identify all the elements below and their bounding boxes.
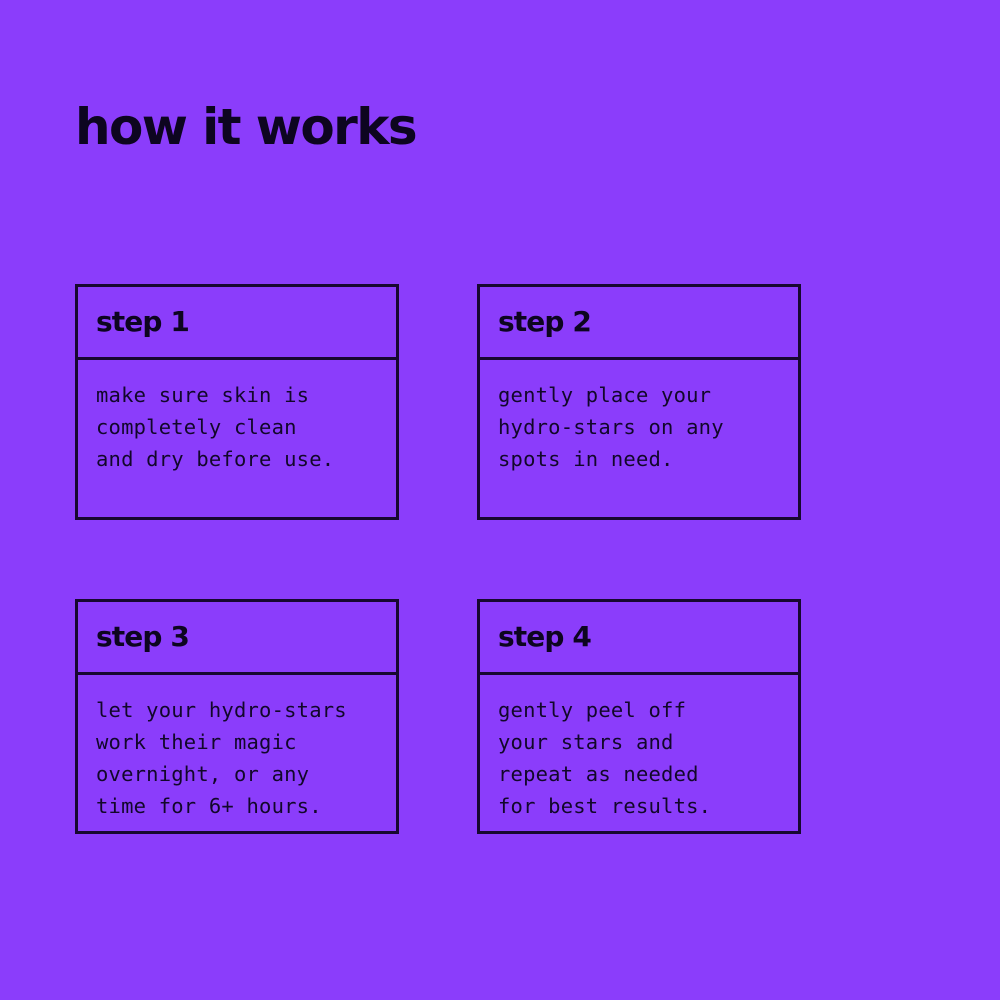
page-title: how it works (75, 98, 418, 156)
step-card-1-body: make sure skin is completely clean and d… (78, 360, 396, 517)
step-card-1-header: step 1 (78, 287, 396, 360)
step-card-3-title: step 3 (96, 620, 190, 653)
step-card-2-title: step 2 (498, 305, 592, 338)
step-card-4: step 4 gently peel off your stars and re… (477, 599, 801, 834)
step-card-2: step 2 gently place your hydro-stars on … (477, 284, 801, 520)
step-card-1-title: step 1 (96, 305, 190, 338)
step-card-4-title: step 4 (498, 620, 592, 653)
step-card-2-text: gently place your hydro-stars on any spo… (498, 383, 724, 471)
step-card-3-body: let your hydro-stars work their magic ov… (78, 675, 396, 831)
step-card-2-header: step 2 (480, 287, 798, 360)
step-card-3: step 3 let your hydro-stars work their m… (75, 599, 399, 834)
step-card-3-text: let your hydro-stars work their magic ov… (96, 698, 347, 818)
step-card-1-text: make sure skin is completely clean and d… (96, 383, 335, 471)
step-card-4-text: gently peel off your stars and repeat as… (498, 698, 712, 818)
step-card-4-body: gently peel off your stars and repeat as… (480, 675, 798, 831)
step-card-2-body: gently place your hydro-stars on any spo… (480, 360, 798, 517)
step-card-4-header: step 4 (480, 602, 798, 675)
step-card-3-header: step 3 (78, 602, 396, 675)
steps-grid: step 1 make sure skin is completely clea… (75, 284, 801, 834)
step-card-1: step 1 make sure skin is completely clea… (75, 284, 399, 520)
